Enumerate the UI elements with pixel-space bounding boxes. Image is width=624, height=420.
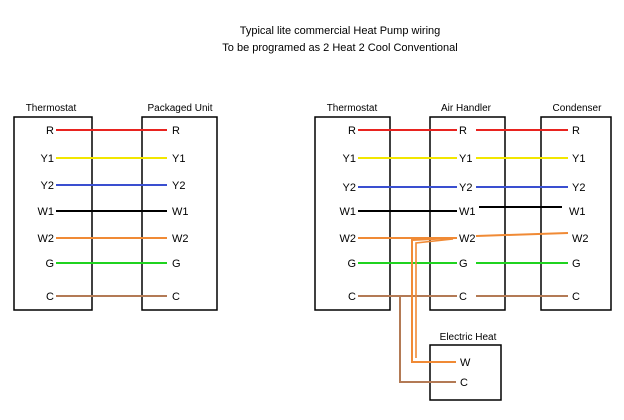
left-unit-terminal-w2: W2: [172, 233, 189, 245]
electric-heat-box: [429, 344, 502, 401]
left-unit-terminal-y1: Y1: [172, 153, 185, 165]
condenser-terminal-w2: W2: [572, 233, 589, 245]
electric-heat-terminal-w: W: [460, 357, 471, 369]
left-thermostat-terminal-r: R: [46, 125, 54, 137]
left-thermostat-terminal-y1: Y1: [41, 153, 54, 165]
right-thermostat-terminal-g: G: [347, 258, 356, 270]
electric-heat-terminal-c: C: [460, 377, 468, 389]
left-thermostat-terminal-w1: W1: [38, 206, 55, 218]
title-line-1: Typical lite commercial Heat Pump wiring: [240, 25, 441, 37]
left-thermostat-label: Thermostat: [26, 103, 77, 114]
air-handler-terminal-r: R: [459, 125, 467, 137]
right-thermostat-terminal-w1: W1: [340, 206, 357, 218]
right-thermostat-terminal-y1: Y1: [343, 153, 356, 165]
left-thermostat-box: [13, 116, 93, 311]
condenser-terminal-c: C: [572, 291, 580, 303]
condenser-terminal-y1: Y1: [572, 153, 585, 165]
left-thermostat-terminal-c: C: [46, 291, 54, 303]
left-unit-terminal-w1: W1: [172, 206, 189, 218]
condenser-terminal-w1: W1: [569, 206, 586, 218]
left-thermostat-terminal-w2: W2: [38, 233, 55, 245]
right-thermostat-terminal-w2: W2: [340, 233, 357, 245]
c-to-electric-heat-wire: [399, 296, 456, 383]
w2-to-electric-heat-wire-second: [415, 238, 454, 358]
left-packaged-unit-box: [141, 116, 218, 311]
condenser-terminal-r: R: [572, 125, 580, 137]
left-unit-terminal-c: C: [172, 291, 180, 303]
right-thermostat-label: Thermostat: [327, 103, 378, 114]
title-line-2: To be programed as 2 Heat 2 Cool Convent…: [222, 42, 457, 54]
right-wires: [358, 129, 569, 383]
left-unit-terminal-r: R: [172, 125, 180, 137]
air-handler-terminal-y1: Y1: [459, 153, 472, 165]
condenser-terminal-g: G: [572, 258, 581, 270]
air-handler-terminal-w1: W1: [459, 206, 476, 218]
left-wires: [56, 129, 167, 297]
left-thermostat-terminal-g: G: [45, 258, 54, 270]
air-handler-box: [429, 116, 506, 311]
air-handler-terminal-g: G: [459, 258, 468, 270]
condenser-terminal-y2: Y2: [572, 182, 585, 194]
condenser-box: [540, 116, 612, 311]
w2-to-electric-heat-wire: [411, 237, 456, 363]
right-thermostat-terminal-y2: Y2: [343, 182, 356, 194]
air-handler-to-condenser-wire-w2: [475, 232, 569, 237]
left-unit-terminal-y2: Y2: [172, 180, 185, 192]
air-handler-terminal-c: C: [459, 291, 467, 303]
left-thermostat-terminal-y2: Y2: [41, 180, 54, 192]
left-unit-terminal-g: G: [172, 258, 181, 270]
air-handler-terminal-y2: Y2: [459, 182, 472, 194]
air-handler-terminal-w2: W2: [459, 233, 476, 245]
air-handler-label: Air Handler: [441, 103, 492, 114]
right-thermostat-terminal-r: R: [348, 125, 356, 137]
electric-heat-label: Electric Heat: [440, 332, 497, 343]
right-thermostat-terminal-c: C: [348, 291, 356, 303]
left-packaged-unit-label: Packaged Unit: [147, 103, 212, 114]
condenser-label: Condenser: [553, 103, 603, 114]
right-thermostat-box: [314, 116, 391, 311]
